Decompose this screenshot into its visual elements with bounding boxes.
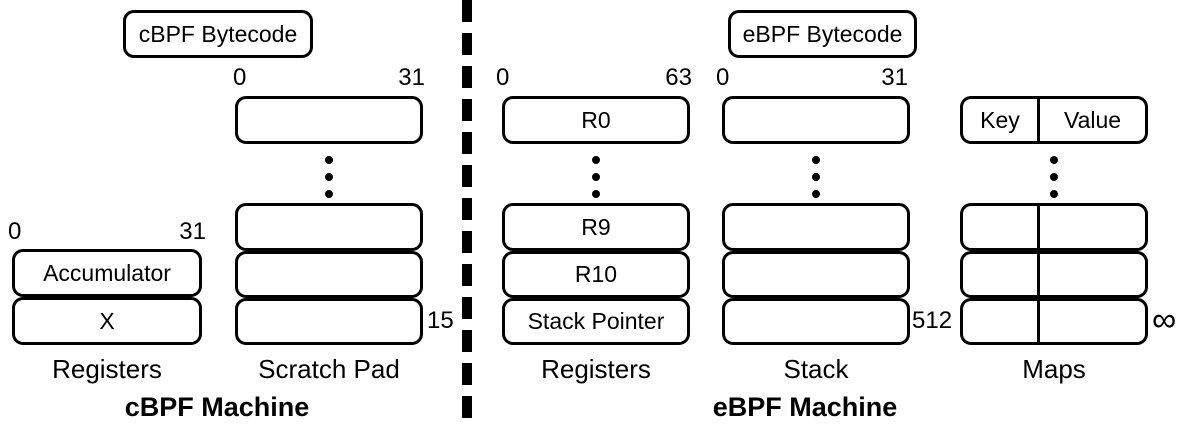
maps-header-row: Key Value bbox=[960, 96, 1148, 144]
bit-end-label: 31 bbox=[881, 64, 908, 91]
dot-icon bbox=[1050, 173, 1058, 181]
x-register-label: X bbox=[99, 307, 115, 334]
map-key-header-cell: Key bbox=[963, 99, 1040, 141]
scratchpad-slot bbox=[235, 203, 423, 251]
dot-icon bbox=[812, 156, 820, 164]
bit-end-label: 31 bbox=[398, 64, 425, 91]
scratchpad-slot bbox=[235, 251, 423, 298]
scratchpad-ellipsis-dots bbox=[235, 156, 423, 198]
key-header-label: Key bbox=[980, 106, 1020, 133]
scratchpad-label: Scratch Pad bbox=[258, 354, 400, 384]
stack-size-label: 512 bbox=[912, 307, 953, 334]
maps-ellipsis-dots bbox=[960, 156, 1148, 198]
x-register-cell: X bbox=[12, 297, 202, 345]
ebpf-machine-title: eBPF Machine bbox=[712, 392, 898, 422]
r10-register-cell: R10 bbox=[502, 251, 690, 298]
bit-start-label: 0 bbox=[233, 64, 247, 91]
cbpf-bytecode-label: cBPF Bytecode bbox=[138, 20, 298, 47]
scratchpad-size-label: 15 bbox=[427, 307, 454, 334]
section-divider bbox=[462, 0, 472, 427]
r0-register-cell: R0 bbox=[502, 96, 690, 144]
scratchpad-slot bbox=[235, 298, 423, 345]
ebpf-registers-label: Registers bbox=[541, 354, 651, 384]
dot-icon bbox=[325, 190, 333, 198]
stack-slot bbox=[722, 96, 910, 144]
map-key-cell bbox=[963, 206, 1040, 248]
map-value-cell bbox=[1040, 301, 1145, 342]
dot-icon bbox=[325, 173, 333, 181]
ebpf-stack-bit-range: 0 31 bbox=[716, 66, 908, 90]
map-value-cell bbox=[1040, 254, 1145, 295]
dot-icon bbox=[1050, 156, 1058, 164]
stack-slot bbox=[722, 251, 910, 298]
accumulator-label: Accumulator bbox=[43, 259, 171, 286]
dot-icon bbox=[1050, 190, 1058, 198]
stack-label: Stack bbox=[783, 354, 849, 384]
r9-label: R9 bbox=[581, 213, 611, 240]
dot-icon bbox=[812, 190, 820, 198]
maps-row bbox=[960, 298, 1148, 345]
ebpf-registers-bit-range: 0 63 bbox=[496, 66, 692, 90]
dot-icon bbox=[592, 156, 600, 164]
map-key-cell bbox=[963, 301, 1040, 342]
ebpf-bytecode-label: eBPF Bytecode bbox=[742, 20, 903, 47]
accumulator-register-cell: Accumulator bbox=[12, 249, 202, 297]
bit-start-label: 0 bbox=[8, 218, 22, 245]
map-value-header-cell: Value bbox=[1040, 99, 1145, 141]
maps-label: Maps bbox=[1022, 354, 1086, 384]
maps-row bbox=[960, 251, 1148, 298]
maps-row bbox=[960, 203, 1148, 251]
cbpf-registers-label: Registers bbox=[52, 354, 162, 384]
stack-pointer-register-cell: Stack Pointer bbox=[502, 298, 690, 345]
ebpf-registers-ellipsis-dots bbox=[502, 156, 690, 198]
dot-icon bbox=[812, 173, 820, 181]
dot-icon bbox=[592, 173, 600, 181]
scratchpad-slot bbox=[235, 96, 423, 144]
stack-slot bbox=[722, 203, 910, 251]
bit-end-label: 31 bbox=[179, 218, 206, 245]
value-header-label: Value bbox=[1063, 106, 1122, 133]
dot-icon bbox=[592, 190, 600, 198]
map-key-cell bbox=[963, 254, 1040, 295]
r0-label: R0 bbox=[581, 106, 611, 133]
r9-register-cell: R9 bbox=[502, 203, 690, 251]
stack-pointer-label: Stack Pointer bbox=[527, 308, 665, 334]
bit-start-label: 0 bbox=[496, 64, 510, 91]
ebpf-bytecode-box: eBPF Bytecode bbox=[728, 10, 917, 58]
map-value-cell bbox=[1040, 206, 1145, 248]
bit-start-label: 0 bbox=[716, 64, 730, 91]
cbpf-bytecode-box: cBPF Bytecode bbox=[123, 10, 313, 58]
stack-ellipsis-dots bbox=[722, 156, 910, 198]
cbpf-machine-title: cBPF Machine bbox=[124, 392, 310, 422]
dot-icon bbox=[325, 156, 333, 164]
stack-slot bbox=[722, 298, 910, 345]
bit-end-label: 63 bbox=[665, 64, 692, 91]
r10-label: R10 bbox=[574, 261, 618, 287]
cbpf-scratchpad-bit-range: 0 31 bbox=[233, 66, 425, 90]
maps-size-label: ∞ bbox=[1152, 301, 1177, 339]
cbpf-registers-bit-range: 0 31 bbox=[8, 220, 206, 244]
